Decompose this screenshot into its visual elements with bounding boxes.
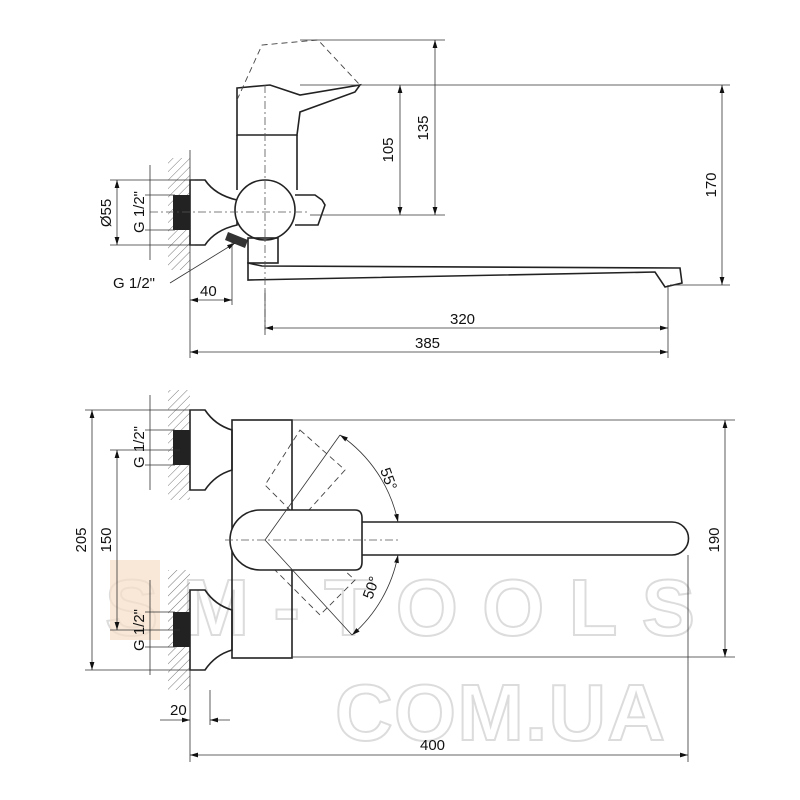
wall-thread <box>173 195 190 230</box>
dim-170: 170 <box>703 172 720 197</box>
escutcheon-top <box>189 409 233 491</box>
dim-400: 400 <box>420 737 445 754</box>
angle-55: 55° <box>376 466 400 493</box>
dim-135: 135 <box>415 115 432 140</box>
dim-thread-top: G 1/2" <box>131 426 148 468</box>
watermark: SM-TOOLS COM.UA <box>104 560 696 758</box>
escutcheon <box>189 179 238 246</box>
dim-thread-outlet: G 1/2" <box>113 275 155 292</box>
dim-385: 385 <box>415 335 440 352</box>
dim-20: 20 <box>170 702 187 719</box>
dim-150: 150 <box>98 527 115 552</box>
dim-205: 205 <box>73 527 90 552</box>
side-view: 135 105 170 Ø55 G 1/2" G 1/2" 40 320 385 <box>98 39 730 358</box>
dim-diameter-55: Ø55 <box>98 199 115 227</box>
dim-thread-wall: G 1/2" <box>131 191 148 233</box>
spout <box>247 262 683 288</box>
top-view: 55° 50° 205 150 G 1/2" G 1/2" 190 20 400 <box>73 390 735 762</box>
spout-top <box>362 521 690 556</box>
dim-thread-bottom: G 1/2" <box>131 609 148 651</box>
dim-40: 40 <box>200 283 217 300</box>
dim-320: 320 <box>450 311 475 328</box>
angle-50: 50° <box>360 574 384 601</box>
watermark-line2: COM.UA <box>335 668 665 757</box>
dim-190: 190 <box>706 527 723 552</box>
dim-105: 105 <box>380 137 397 162</box>
watermark-line1: SM-TOOLS <box>105 563 695 652</box>
lever-handle <box>236 83 362 136</box>
